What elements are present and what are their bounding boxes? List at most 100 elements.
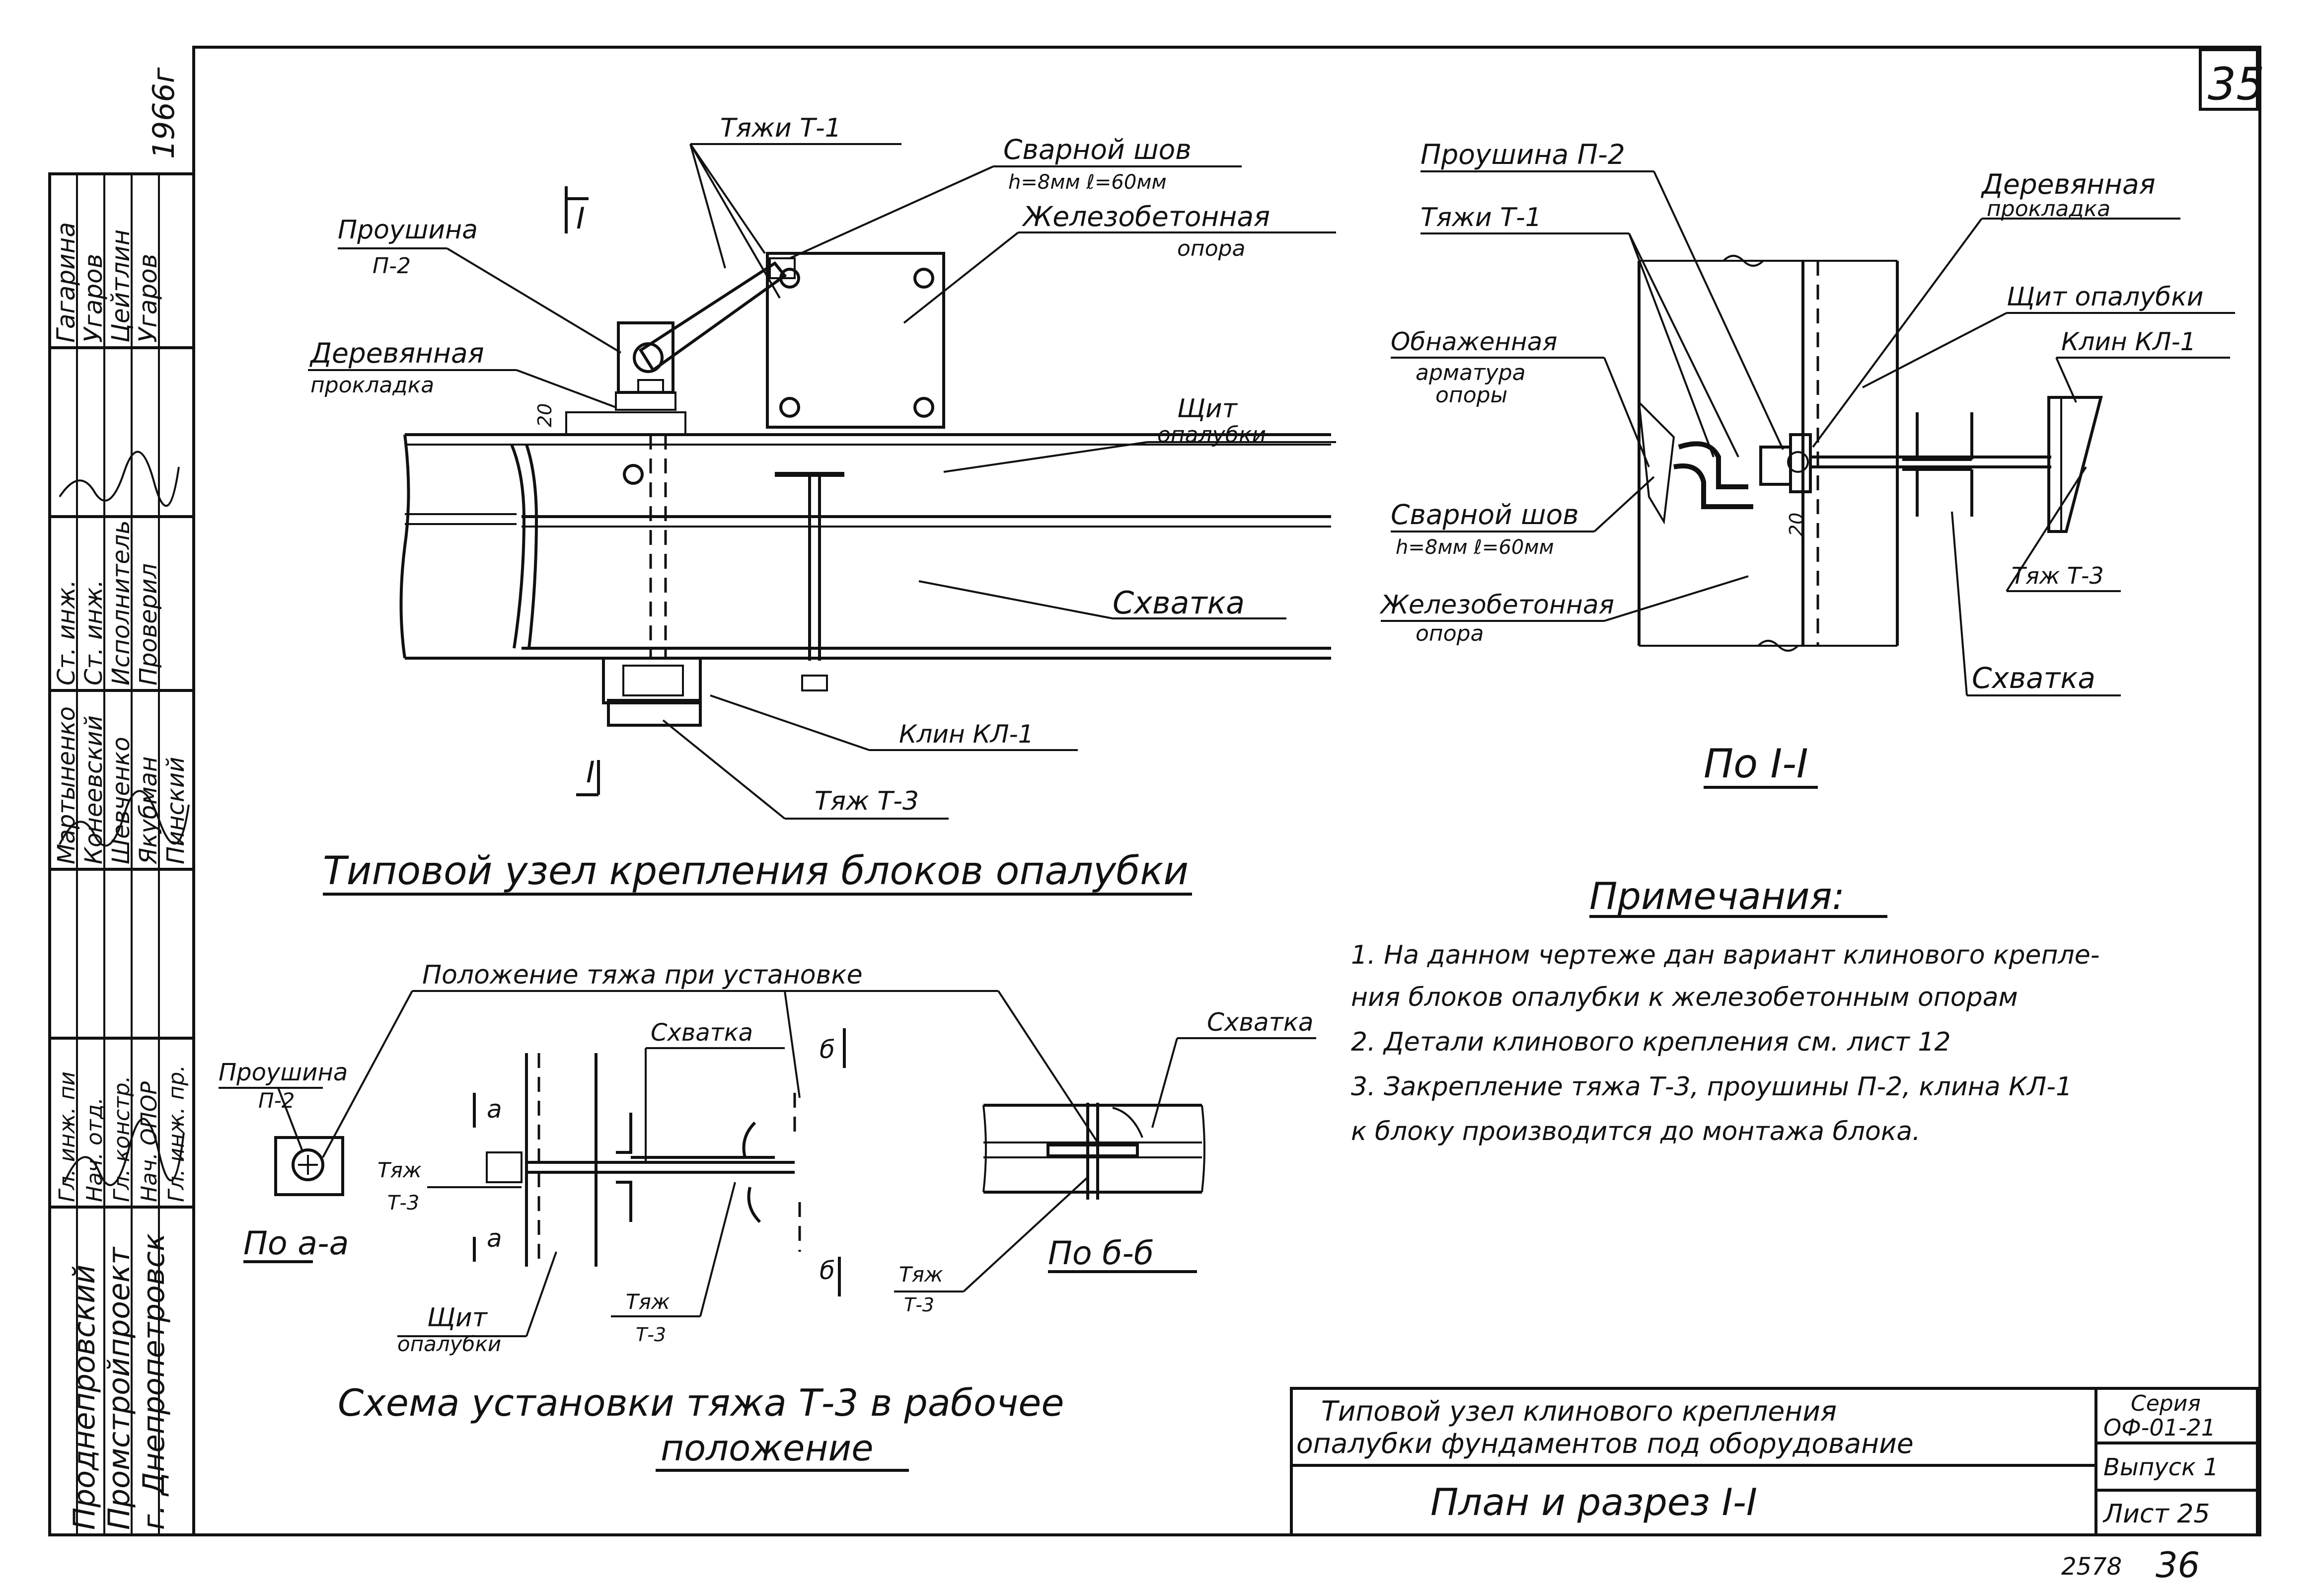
notes-line5: к блоку производится до монтажа блока.: [1351, 1117, 1921, 1146]
stamp-name2-1: Угаров: [79, 254, 108, 343]
scheme-label-tyazh-code-c: Т-3: [636, 1324, 666, 1346]
section-label-exposed2: арматура: [1416, 360, 1526, 385]
scheme-mark-a-top: а: [487, 1095, 502, 1124]
section-dim-20: 20: [1786, 513, 1807, 536]
title-line2: опалубки фундаментов под оборудование: [1296, 1428, 1914, 1459]
section-label-rc: Железобетонная: [1379, 590, 1614, 620]
section-label-wood: Деревянная: [1980, 168, 2156, 200]
plan-section-mark-top: I: [576, 201, 585, 236]
title-seria-label: Серия: [2131, 1391, 2201, 1416]
stamp-org2: Промстройпроект: [102, 1246, 137, 1530]
stamp-name-2: Шевченко: [107, 737, 135, 864]
notes-line3: 2. Детали клинового крепления см. лист 1…: [1351, 1027, 1951, 1057]
plan-view: [308, 143, 1336, 896]
section-title: По I-I: [1704, 741, 1808, 787]
scheme-label-tyazh-c: Тяж: [626, 1290, 670, 1314]
plan-dim-20: 20: [534, 403, 556, 427]
plan-label-rc: Железобетонная: [1022, 201, 1270, 232]
side-stamp-grid: [50, 174, 194, 1535]
title-vypusk: Выпуск 1: [2103, 1453, 2219, 1481]
stamp-role-4: Гл. инж. пр.: [164, 1065, 189, 1202]
section-label-weld: Сварной шов: [1391, 499, 1579, 531]
stamp-pos2-1: Ст. инж.: [80, 580, 108, 685]
stamp-pos2-2: Исполнитель: [107, 520, 135, 685]
stamp-org1: Проднепровский: [67, 1265, 102, 1530]
section-label-exposed3: опоры: [1435, 382, 1507, 408]
title-line1: Типовой узел клинового крепления: [1321, 1395, 1837, 1427]
notes-heading: Примечания:: [1589, 874, 1845, 918]
section-label-rc2: опора: [1416, 621, 1484, 646]
sheet-number-box: [2199, 48, 2259, 111]
section-label-shield: Щит опалубки: [2007, 282, 2203, 312]
plan-label-weld: Сварной шов: [1003, 134, 1192, 165]
notes-line2: ния блоков опалубки к железобетонным опо…: [1351, 983, 2018, 1012]
plan-label-wood: Деревянная: [309, 337, 484, 369]
plan-label-tyazhi-t1: Тяжи Т-1: [720, 113, 841, 143]
footer-page: 36: [2156, 1545, 2200, 1586]
section-label-skhvatka: Схватка: [1972, 661, 2095, 695]
scheme-title1: Схема установки тяжа Т-3 в рабочее: [338, 1381, 1064, 1425]
stamp-name2-3: Угаров: [134, 254, 162, 343]
notes-line1: 1. На данном чертеже дан вариант клиново…: [1351, 940, 2100, 970]
side-stamp: [48, 172, 195, 1536]
section-label-proushina: Проушина П-2: [1420, 139, 1625, 170]
plan-label-shield2: опалубки: [1157, 422, 1266, 448]
scheme-mark-b-bottom: б: [820, 1256, 835, 1285]
plan-label-tyazh-t3: Тяж Т-3: [815, 786, 919, 816]
stamp-name2-0: Гагарина: [52, 222, 80, 343]
scheme-label-proushina: Проушина: [219, 1059, 348, 1086]
scheme-label-skhvatka2: Схватка: [1207, 1008, 1314, 1037]
stamp-name2-2: Цейтлин: [106, 229, 135, 343]
scheme-label-skhvatka1: Схватка: [651, 1019, 753, 1047]
stamp-role-1: Нач. отд.: [82, 1097, 107, 1202]
scheme-label-tyazh-code-b: Т-3: [904, 1294, 934, 1316]
scheme-title2: положение: [661, 1427, 874, 1469]
scheme-label-proushina-code: П-2: [258, 1088, 295, 1113]
plan-label-rc2: опора: [1177, 236, 1246, 261]
plan-label-proushina-code: П-2: [373, 253, 411, 279]
section-label-wedge: Клин КЛ-1: [2061, 327, 2196, 356]
section-label-exposed: Обнаженная: [1391, 327, 1557, 356]
plan-label-shield: Щит: [1177, 394, 1238, 424]
title-block-frame: [1290, 1387, 2259, 1536]
stamp-role-2: Гл. констр.: [109, 1075, 135, 1202]
stamp-role-0: Гл. инж. пи: [55, 1071, 80, 1202]
footer-code: 2578: [2061, 1553, 2122, 1581]
section-label-weld-size: h=8мм ℓ=60мм: [1396, 536, 1554, 559]
scheme-label-tyazh-aa: Тяж: [377, 1158, 422, 1182]
stamp-name-1: Конеевский: [80, 715, 108, 864]
section-label-wood2: прокладка: [1987, 196, 2110, 222]
scheme-label-position: Положение тяжа при установке: [422, 960, 863, 990]
sheet-number: 35: [2208, 58, 2265, 110]
section-label-tyazh: Тяж Т-3: [2012, 562, 2104, 589]
scheme-label-tyazh-b: Тяж: [899, 1262, 943, 1287]
stamp-org3: г. Днепропетровск: [137, 1233, 171, 1530]
scheme-view-bb: По б-б: [1048, 1235, 1154, 1272]
stamp-name-3: Якубман: [135, 757, 162, 865]
plan-section-mark-bottom: I: [586, 755, 595, 790]
stamp-pos2-0: Ст. инж.: [53, 580, 80, 685]
plan-title: Типовой узел крепления блоков опалубки: [323, 849, 1189, 894]
scheme-mark-b-top: б: [820, 1035, 835, 1064]
plan-label-wedge: Клин КЛ-1: [899, 720, 1034, 749]
scheme-label-shield2: опалубки: [397, 1332, 501, 1356]
section-label-tyazhi: Тяжи Т-1: [1420, 203, 1542, 232]
scheme-view-aa: По а-а: [243, 1225, 349, 1262]
signatures: [59, 451, 190, 1186]
scheme-view: [219, 990, 1316, 1472]
title-list: Лист 25: [2102, 1499, 2210, 1529]
stamp-name-4: Пинский: [162, 757, 190, 864]
plan-label-wood2: прокладка: [310, 373, 434, 398]
stamp-role-3: Нач. ОПОР: [137, 1081, 162, 1202]
notes-line4: 3. Закрепление тяжа Т-3, проушины П-2, к…: [1351, 1072, 2072, 1102]
plan-label-proushina: Проушина: [338, 215, 478, 245]
title-seria-value: ОФ-01-21: [2103, 1414, 2216, 1441]
plan-label-weld-size: h=8мм ℓ=60мм: [1008, 171, 1167, 194]
section-view: [1381, 170, 2235, 789]
stamp-pos2-3: Проверил: [135, 563, 162, 685]
scheme-label-shield: Щит: [427, 1303, 488, 1333]
stamp-year: 1966г: [147, 67, 181, 159]
stamp-name-0: Мартыненко: [53, 706, 80, 864]
scheme-mark-a-bottom: а: [487, 1224, 502, 1253]
